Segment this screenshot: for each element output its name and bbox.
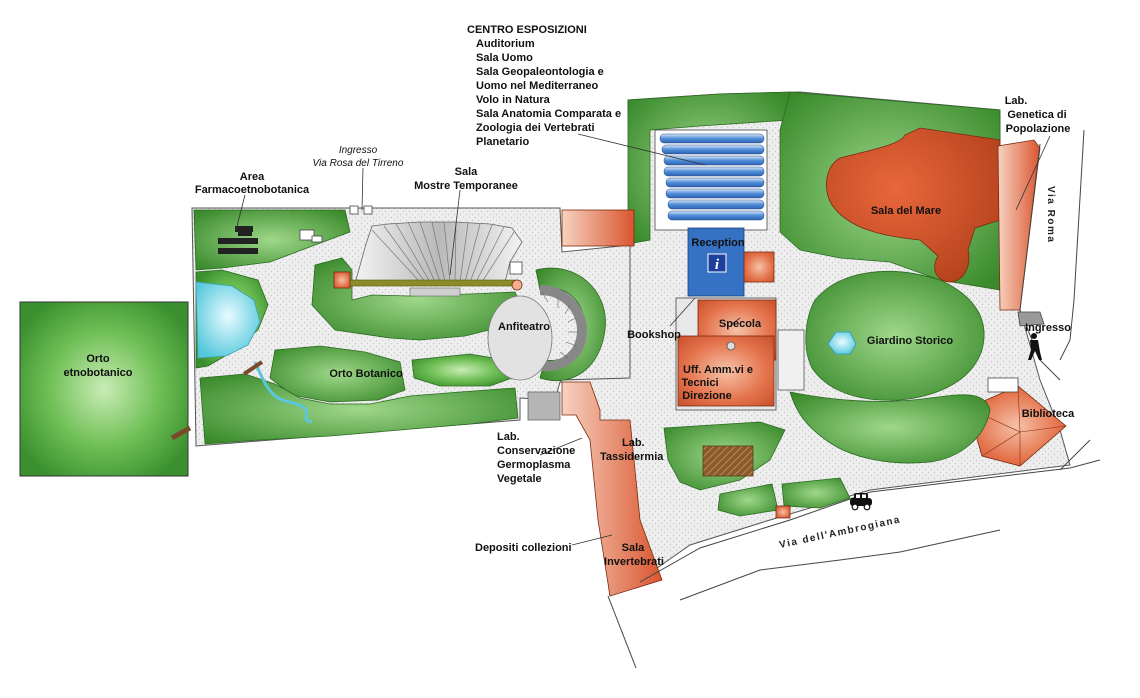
specola-label: Specola	[719, 318, 762, 330]
lab-cons-label-3: Germoplasma	[497, 459, 571, 471]
sala-inv-label-1: Sala	[622, 542, 646, 554]
biblioteca-annex	[987, 377, 1019, 393]
sala-mostre-temporanee[interactable]	[355, 221, 523, 297]
ingresso-tirreno-street: Via Rosa del Tirreno	[313, 158, 404, 169]
giardino-fountain	[827, 331, 857, 355]
centro-item: Sala Uomo	[476, 52, 533, 64]
orto-etno-label-1: Orto	[86, 353, 110, 365]
pergola-bar	[347, 279, 519, 287]
giardino-storico-lawn	[805, 271, 985, 401]
pedestrian-icon	[1028, 333, 1042, 360]
south-west-lawn	[199, 373, 519, 445]
specola-building[interactable]	[675, 297, 777, 411]
stream	[253, 361, 313, 424]
info-icon[interactable]	[707, 253, 727, 273]
uff-label-2: Tecnici	[681, 377, 718, 389]
south-east-lawn	[789, 391, 991, 464]
sala-mare-label: Sala del Mare	[871, 205, 941, 217]
lab-cons-label-1: Lab.	[497, 431, 520, 443]
fountain-small	[511, 279, 523, 291]
biblioteca-building[interactable]	[967, 385, 1067, 467]
bookshop-label: Bookshop	[627, 329, 681, 341]
orto-botanico-lawn	[269, 345, 406, 403]
lab-cons-label-4: Vegetale	[497, 473, 542, 485]
road-edges	[607, 439, 1101, 669]
giardino-label: Giardino Storico	[867, 335, 953, 347]
centro-esposizioni-label: CENTRO ESPOSIZIONI Auditorium Sala Uomo …	[467, 24, 621, 148]
north-lawn-strip	[627, 91, 791, 245]
centro-item: Uomo nel Mediterraneo	[476, 80, 599, 92]
centro-title: CENTRO ESPOSIZIONI	[467, 24, 587, 36]
centro-esposizioni[interactable]	[654, 129, 768, 231]
small-hut	[509, 261, 523, 275]
centro-item: Zoologia dei Vertebrati	[476, 122, 595, 134]
specola-annex	[777, 329, 805, 391]
centro-item: Auditorium	[476, 38, 535, 50]
ingresso-tirreno-label: Ingresso	[339, 145, 378, 156]
lab-gen-label-3: Popolazione	[1006, 123, 1071, 135]
small-red-kiosk	[775, 505, 791, 519]
via-ambrogiana-label: Via dell'Ambrogiana	[778, 514, 902, 551]
ingresso-gate[interactable]	[1017, 311, 1045, 327]
sala-del-mare[interactable]	[826, 127, 1001, 283]
lab-tass-label-1: Lab.	[622, 437, 645, 449]
lab-tass-label-2: Tassidermia	[600, 451, 664, 463]
hatched-plot	[702, 445, 754, 477]
pavilion-small[interactable]	[333, 271, 351, 289]
anfiteatro[interactable]	[487, 267, 606, 382]
depositi-label: Depositi collezioni	[475, 542, 572, 554]
red-wing-building[interactable]	[561, 381, 663, 597]
leader-lines	[235, 133, 1051, 546]
lake[interactable]	[195, 281, 261, 359]
farmaco-label: Farmacoetnobotanica	[195, 184, 310, 196]
sala-mostre-label-1: Sala	[455, 166, 479, 178]
ingresso-main-label: Ingresso	[1025, 322, 1071, 334]
anfiteatro-label: Anfiteatro	[498, 321, 550, 333]
reception-annex	[743, 251, 775, 283]
service-block-grey	[527, 391, 561, 421]
orto-etno-label-2: etnobotanico	[63, 367, 132, 379]
footbridge	[242, 360, 264, 376]
small-oval-lawn	[411, 353, 513, 387]
north-red-block[interactable]	[561, 209, 635, 247]
lab-gen-label-2: Genetica di	[1007, 109, 1066, 121]
farmaco-lawn	[193, 209, 351, 271]
centro-item: Sala Anatomia Comparata e	[476, 108, 621, 120]
sala-mostre-label-2: Mostre Temporanee	[414, 180, 518, 192]
sala-inv-label-2: Invertebrati	[604, 556, 664, 568]
orto-etnobotanico-lawn[interactable]	[19, 301, 189, 477]
via-roma-edges	[1019, 129, 1085, 381]
lab-cons-label-2: Conservazione	[497, 445, 575, 457]
bridge-to-orto	[170, 425, 192, 441]
south-lawn-a	[717, 483, 779, 517]
reception-label: Reception	[691, 237, 744, 249]
south-lawn-b	[781, 477, 851, 509]
uff-label-3: Direzione	[682, 390, 732, 402]
centro-item: Planetario	[476, 136, 529, 148]
lab-genetica[interactable]	[997, 139, 1041, 311]
centro-item: Volo in Natura	[476, 94, 551, 106]
via-roma-label: Via Roma	[1045, 186, 1056, 243]
info-glyph: i	[715, 257, 720, 273]
car-icon	[850, 493, 872, 511]
tirreno-gate[interactable]	[299, 205, 373, 243]
lab-gen-label-1: Lab.	[1005, 95, 1028, 107]
orto-botanico-label: Orto Botanico	[329, 368, 403, 380]
biblioteca-label: Biblioteca	[1022, 408, 1075, 420]
uff-label-1: Uff. Amm.vi e	[683, 364, 753, 376]
centro-item: Sala Geopaleontologia e	[476, 66, 604, 78]
farmaco-beds	[218, 226, 258, 254]
area-label: Area	[240, 171, 265, 183]
